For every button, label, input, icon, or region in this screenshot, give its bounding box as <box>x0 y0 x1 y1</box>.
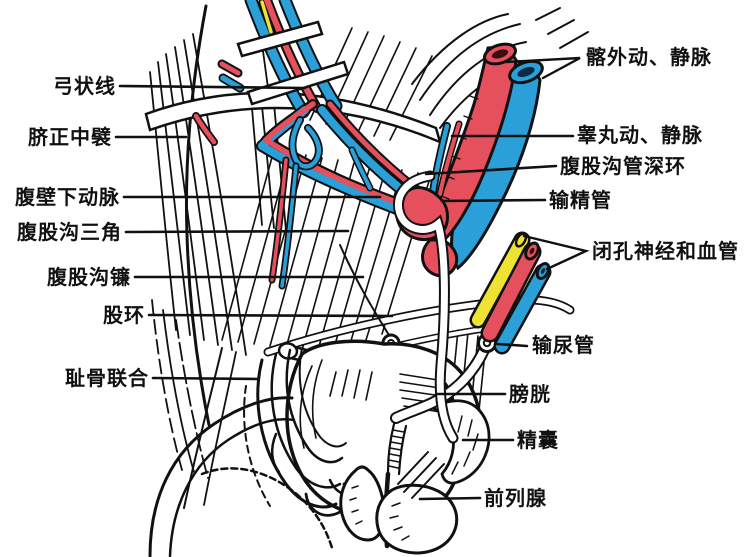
leader-femoral-ring <box>147 313 394 318</box>
leader-prostate <box>418 496 482 501</box>
obturator-bundle <box>469 231 552 355</box>
label-deep-inguinal-ring: 腹股沟管深环 <box>560 154 686 178</box>
label-median-umbilical-fold: 脐正中襞 <box>28 125 112 149</box>
tendinous-band-2 <box>246 60 350 106</box>
tendinous-band-1 <box>236 20 324 58</box>
hatch-iliac-fascia <box>411 7 589 129</box>
vas-deferens-tube <box>393 170 459 444</box>
leader-pubic-symphysis <box>151 376 260 381</box>
label-testicular-vessels: 睾丸动、静脉 <box>577 123 703 147</box>
prostate-shape <box>375 451 459 555</box>
median-umbilical-fold-line <box>184 4 211 427</box>
leader-obturator <box>522 234 590 271</box>
leader-ureter <box>495 342 529 348</box>
label-inferior-epigastric-artery: 腹壁下动脉 <box>15 185 120 209</box>
external-iliac-vessels <box>436 42 544 271</box>
label-vas-deferens: 输精管 <box>549 188 612 212</box>
label-inguinal-triangle: 腹股沟三角 <box>17 220 122 244</box>
label-ureter: 输尿管 <box>532 333 595 357</box>
perineal-curves <box>148 347 351 557</box>
label-arcuate-line: 弓状线 <box>53 74 116 98</box>
label-obturator-nerve-vessels: 闭孔神经和血管 <box>592 239 739 263</box>
testicular-vessels <box>429 120 463 198</box>
label-pubic-symphysis: 耻骨联合 <box>65 366 149 390</box>
leader-deep-inguinal-ring <box>424 164 558 176</box>
leader-external-iliac <box>505 56 581 80</box>
label-external-iliac-vessels: 髂外动、静脉 <box>586 45 712 69</box>
leader-vas-deferens <box>440 198 547 203</box>
label-bladder: 膀胱 <box>509 382 551 406</box>
leader-arcuate-line <box>118 84 307 90</box>
leader-inguinal-triangle <box>124 229 350 234</box>
label-femoral-ring: 股环 <box>103 303 145 327</box>
superior-vessel-bundle <box>217 0 350 119</box>
label-inguinal-falx: 腹股沟镰 <box>47 265 131 289</box>
label-prostate: 前列腺 <box>484 486 547 510</box>
label-seminal-vesicle: 精囊 <box>517 428 559 452</box>
leader-lines <box>114 56 590 501</box>
